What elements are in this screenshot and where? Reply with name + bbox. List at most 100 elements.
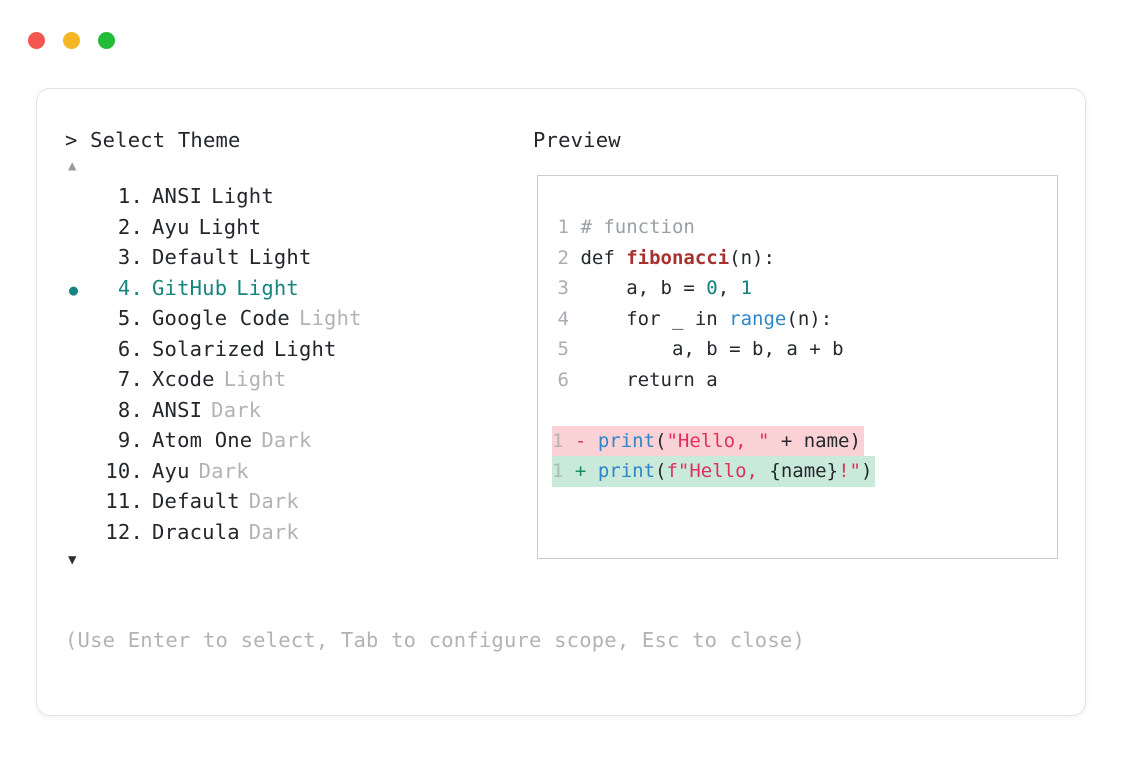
theme-name: Default <box>152 489 240 513</box>
code-token: (n): <box>786 307 833 330</box>
code-token: a, b = b, a + b <box>580 338 844 360</box>
code-token: f"Hello, <box>666 460 770 482</box>
theme-list-item[interactable]: 11. Default Dark <box>65 486 533 517</box>
theme-variant: Dark <box>248 489 299 513</box>
theme-list-item[interactable]: ● 4. GitHub Light <box>65 273 533 304</box>
code-token: print <box>597 429 656 452</box>
theme-name: ANSI <box>152 397 203 422</box>
code-line: 6 return a <box>552 365 1043 396</box>
theme-index: 8. <box>117 397 143 422</box>
line-number: 6 <box>557 368 569 391</box>
diff-highlight: 1 - print("Hello, " + name) <box>552 425 864 456</box>
code-token: !" <box>838 460 861 482</box>
theme-index: 1. <box>117 184 143 208</box>
theme-name: GitHub <box>152 275 228 300</box>
code-line: 1 # function <box>552 212 1043 243</box>
theme-name: Default <box>152 245 240 269</box>
theme-index: 2. <box>117 214 143 239</box>
theme-list-item[interactable]: 1. ANSI Light <box>65 181 533 212</box>
code-line: 4 for _ in range(n): <box>552 304 1043 335</box>
code-token: (n): <box>729 246 775 269</box>
theme-name: Dracula <box>152 519 240 544</box>
code-token: a, b = <box>580 277 707 299</box>
theme-list-item[interactable]: 8. ANSI Dark <box>65 395 533 426</box>
scroll-up-icon[interactable]: ▲ <box>68 158 77 174</box>
theme-variant: Light <box>298 306 362 330</box>
maximize-icon[interactable] <box>98 32 115 49</box>
diff-line-add: 1 + print(f"Hello, {name}!") <box>552 456 1043 487</box>
diff-marker: + <box>574 460 587 482</box>
theme-list-item[interactable]: 9. Atom One Dark <box>65 425 533 456</box>
theme-variant: Light <box>211 184 274 208</box>
theme-index: 11. <box>105 489 143 513</box>
code-token: , <box>717 277 741 299</box>
code-token: ( <box>655 429 667 452</box>
theme-name: Ayu <box>152 214 190 239</box>
code-token: ( <box>655 460 667 482</box>
theme-variant: Light <box>273 336 337 361</box>
code-token: 0 <box>706 277 718 299</box>
close-icon[interactable] <box>28 32 45 49</box>
theme-index: 12. <box>105 519 143 544</box>
theme-variant: Dark <box>261 428 312 452</box>
code-token: "Hello, " <box>666 429 770 452</box>
selected-bullet-icon: ● <box>69 280 79 299</box>
code-token: print <box>597 460 656 482</box>
code-token: ) <box>860 460 873 482</box>
theme-index: 10. <box>105 458 143 483</box>
theme-name: Atom One <box>152 428 253 452</box>
diff-highlight: 1 + print(f"Hello, {name}!") <box>552 456 876 487</box>
code-token: for _ in <box>580 307 730 330</box>
line-number: 1 <box>552 460 564 482</box>
theme-index: 7. <box>117 367 143 391</box>
keyboard-hint: (Use Enter to select, Tab to configure s… <box>65 628 805 652</box>
theme-list-item[interactable]: 2. Ayu Light <box>65 212 533 243</box>
theme-variant: Light <box>236 275 299 300</box>
line-number: 1 <box>552 429 564 452</box>
diff-marker: - <box>574 429 587 452</box>
code-line: 3 a, b = 0, 1 <box>552 273 1043 304</box>
code-token: range <box>729 307 787 330</box>
code-spacer <box>552 395 1043 426</box>
theme-index: 4. <box>117 275 143 300</box>
code-token: # function <box>580 216 695 238</box>
page-title: > Select Theme <box>65 128 241 152</box>
theme-index: 5. <box>117 306 143 330</box>
theme-name: ANSI <box>152 184 203 208</box>
code-token: fibonacci <box>626 246 730 269</box>
scroll-down-icon[interactable]: ▼ <box>68 552 77 568</box>
line-number: 1 <box>557 216 569 238</box>
theme-variant: Dark <box>211 397 262 422</box>
window-traffic-lights <box>28 32 115 49</box>
code-token: 1 <box>740 277 753 299</box>
theme-variant: Light <box>198 214 262 239</box>
theme-name: Ayu <box>152 458 190 483</box>
code-token: return a <box>580 368 718 391</box>
theme-list-item[interactable]: 6. Solarized Light <box>65 334 533 365</box>
theme-name: Xcode <box>152 367 215 391</box>
theme-name: Solarized <box>152 336 265 361</box>
theme-index: 9. <box>117 428 143 452</box>
line-number: 5 <box>557 338 569 360</box>
theme-index: 3. <box>117 245 143 269</box>
theme-variant: Light <box>248 245 312 269</box>
diff-line-del: 1 - print("Hello, " + name) <box>552 425 1043 456</box>
theme-list-item[interactable]: 3. Default Light <box>65 242 533 273</box>
theme-index: 6. <box>117 336 143 361</box>
code-token: {name} <box>769 460 839 482</box>
minimize-icon[interactable] <box>63 32 80 49</box>
code-token: + name) <box>769 429 861 452</box>
code-line: 5 a, b = b, a + b <box>552 334 1043 365</box>
line-number: 3 <box>557 277 569 299</box>
code-line: 2 def fibonacci(n): <box>552 243 1043 274</box>
